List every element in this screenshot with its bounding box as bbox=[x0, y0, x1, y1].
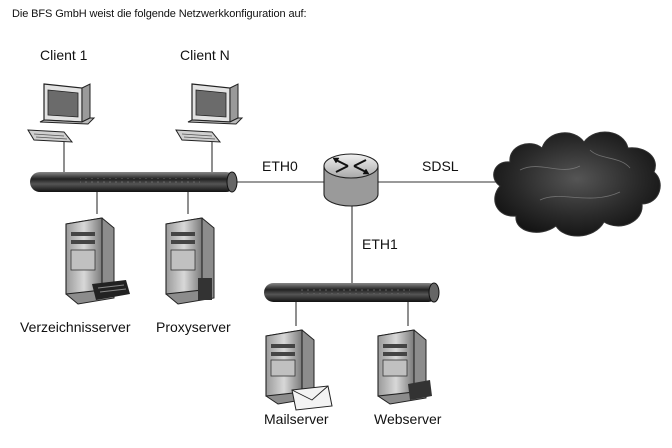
webserver-tower-server-icon bbox=[377, 329, 432, 405]
mailserver-tower-server-icon bbox=[265, 329, 333, 411]
lan-cable-upper bbox=[30, 171, 238, 193]
webserver-label: Webserver bbox=[374, 411, 442, 427]
sdsl-label: SDSL bbox=[422, 158, 459, 174]
client-n-desktop-computer-icon bbox=[175, 83, 244, 143]
lan-cable-lower bbox=[264, 282, 440, 303]
client-1-label: Client 1 bbox=[40, 47, 88, 63]
cloud-texture bbox=[519, 149, 631, 201]
intro-text: Die BFS GmbH weist die folgende Netzwerk… bbox=[12, 8, 307, 20]
eth1-label: ETH1 bbox=[362, 236, 398, 252]
eth0-label: ETH0 bbox=[262, 158, 298, 174]
proxyserver-label: Proxyserver bbox=[156, 319, 231, 335]
proxyserver-tower-server-icon bbox=[165, 217, 215, 305]
router-icon bbox=[323, 153, 379, 207]
verzeichnisserver-label: Verzeichnisserver bbox=[20, 319, 131, 335]
client-n-label: Client N bbox=[180, 47, 230, 63]
connection-lines bbox=[63, 142, 498, 326]
client-1-desktop-computer-icon bbox=[27, 83, 96, 143]
verzeichnisserver-tower-server-icon bbox=[65, 217, 130, 305]
mailserver-label: Mailserver bbox=[264, 411, 329, 427]
cloud-icon bbox=[493, 131, 661, 237]
